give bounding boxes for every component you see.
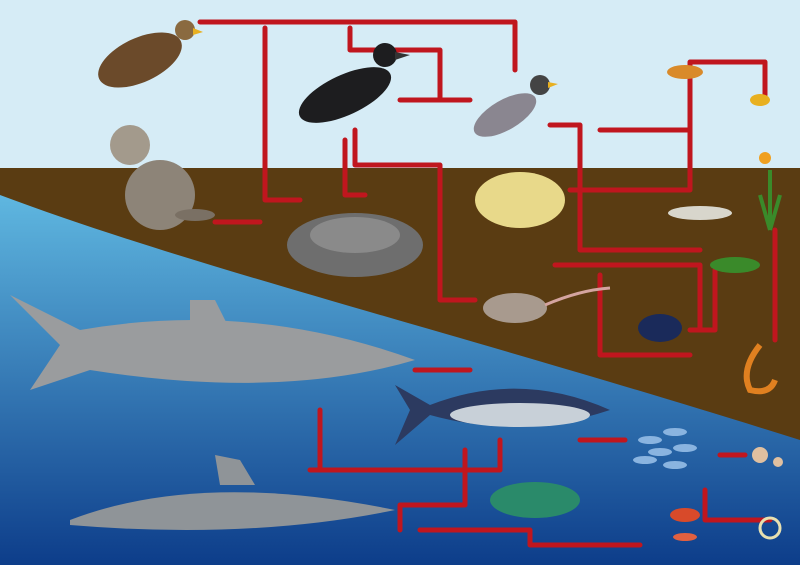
plant-icon (758, 170, 782, 231)
toad-icon (475, 172, 565, 228)
beetle-icon (638, 314, 682, 342)
arrow (597, 59, 723, 133)
phytoplankton-icon (758, 516, 782, 540)
arrow (552, 262, 703, 333)
grouper-icon (490, 482, 580, 518)
fish-school-icon (633, 428, 697, 469)
arrow (197, 19, 518, 73)
robin-icon (473, 75, 558, 137)
arrow (262, 25, 303, 203)
flower-icon (759, 152, 771, 164)
shark-icon (10, 295, 415, 390)
arrow (352, 127, 478, 303)
mouse-icon (483, 286, 611, 323)
arrow (342, 137, 368, 198)
crab-icon (670, 508, 700, 522)
bee-icon (750, 94, 770, 106)
wasp-icon (667, 65, 703, 79)
arrow (597, 272, 693, 358)
grasshopper-icon (710, 257, 760, 273)
arrow (567, 127, 693, 193)
snake-icon (287, 213, 423, 277)
arrow (417, 527, 643, 548)
shrimp-icon (673, 533, 697, 541)
zooplankton-icon (752, 447, 783, 467)
tuna-icon (395, 385, 610, 445)
raccoon-icon (110, 125, 215, 230)
dolphin-icon (70, 455, 395, 530)
arrow (702, 487, 773, 523)
worm-icon (743, 343, 778, 395)
crow-icon (298, 43, 410, 123)
arrow (687, 267, 718, 333)
arrow (397, 447, 468, 533)
arrow (717, 59, 768, 98)
food-arrows (197, 19, 778, 548)
ocean-region (0, 195, 800, 565)
arrow (307, 437, 503, 473)
hawk-icon (98, 20, 203, 88)
arrow (347, 25, 473, 103)
slug-icon (668, 206, 732, 220)
